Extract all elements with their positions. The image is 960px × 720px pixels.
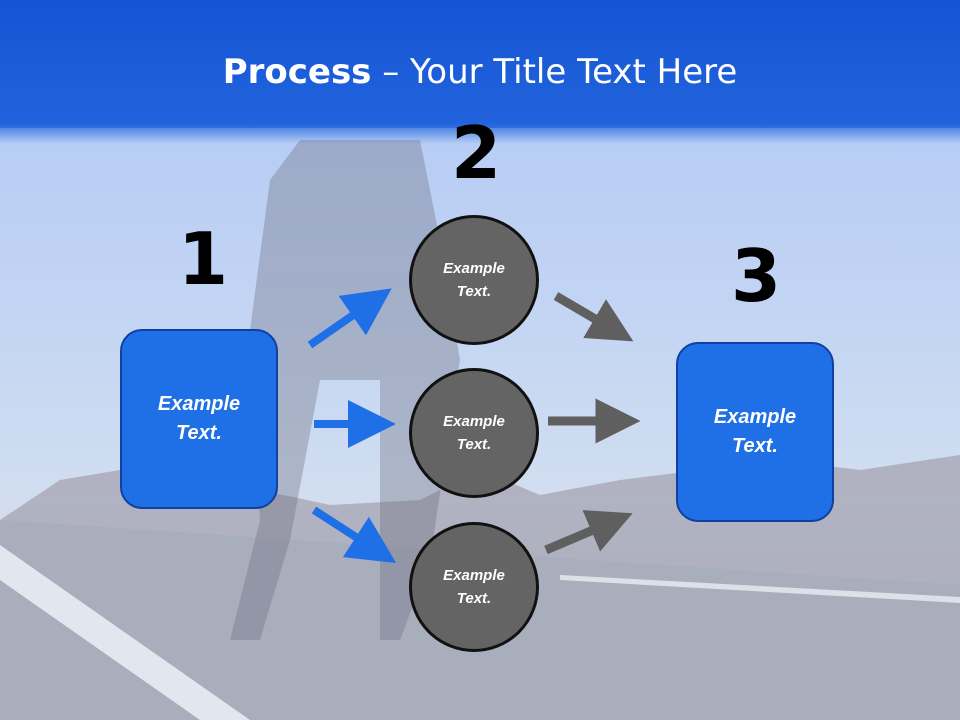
right-process-box: Example Text. [676,342,834,522]
arrow-top-to-right [553,292,634,342]
right-box-text: Example Text. [713,406,797,457]
circle-text: Example Text. [443,567,505,607]
process-circle-middle: Example Text. [409,368,539,498]
process-circle-bottom: Example Text. [409,522,539,652]
arrow-left-to-bottom [311,506,397,564]
slide-title: Process – Your Title Text Here [0,52,960,92]
circle-text: Example Text. [443,260,505,300]
step-number-2: 2 [451,111,502,195]
circle-text: Example Text. [443,413,505,453]
title-bold: Process [222,52,372,92]
arrow-left-to-top [307,288,392,349]
arrow-bottom-to-right [544,510,633,555]
step-number-3: 3 [731,234,782,318]
step-number-1: 1 [178,217,229,301]
process-circle-top: Example Text. [409,215,539,345]
title-rest: – Your Title Text Here [371,52,738,92]
left-process-box: Example Text. [120,329,278,509]
left-box-text: Example Text. [157,393,241,444]
